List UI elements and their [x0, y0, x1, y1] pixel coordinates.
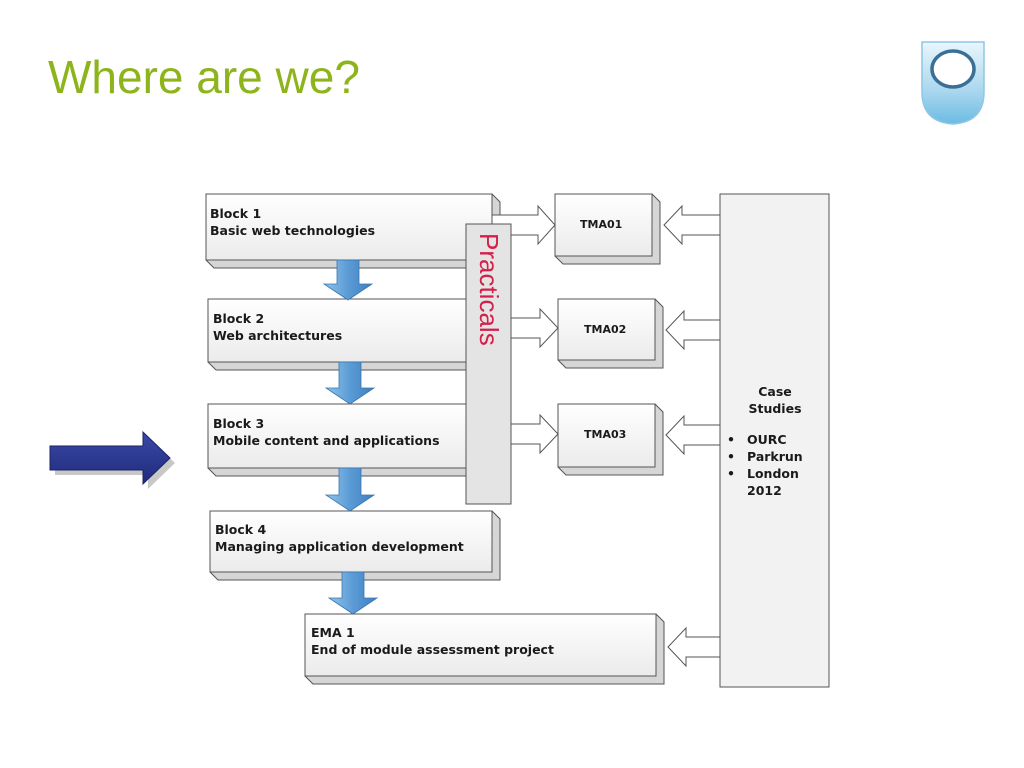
block-3-box — [207, 403, 501, 477]
case-study-london-2012: London 2012 — [747, 466, 799, 498]
block-1-label: Block 1 Basic web technologies — [210, 205, 375, 239]
block-1-box — [205, 193, 501, 269]
block-4-heading: Block 4 — [215, 522, 267, 537]
case-study-parkrun: Parkrun — [747, 449, 803, 464]
practicals-box — [465, 223, 512, 505]
ema-box — [304, 613, 665, 685]
flow-arrow-1-to-2 — [322, 259, 374, 301]
block-2-heading: Block 2 — [213, 311, 265, 326]
tma01-label: TMA01 — [580, 218, 623, 231]
case-study-item: • OURC — [727, 431, 829, 448]
block-4-subtitle: Managing application development — [215, 539, 464, 554]
tma02-box — [557, 298, 664, 369]
flow-arrow-3-to-4 — [324, 467, 376, 512]
case-studies-list: • OURC • Parkrun • London 2012 — [721, 431, 829, 499]
case-studies-heading: Case Studies — [721, 383, 829, 417]
practicals-label: Practicals — [474, 233, 504, 346]
block-2-label: Block 2 Web architectures — [213, 310, 342, 344]
ema-label: EMA 1 End of module assessment project — [311, 624, 554, 658]
case-study-ourc: OURC — [747, 432, 787, 447]
block-3-label: Block 3 Mobile content and applications — [213, 415, 440, 449]
flow-arrow-2-to-3 — [324, 361, 376, 405]
university-logo-icon — [921, 41, 985, 125]
case-studies-heading-line2: Studies — [748, 401, 802, 416]
tma01-box — [554, 193, 661, 265]
hollow-arrow-case-to-tma01 — [663, 204, 721, 246]
bullet-icon: • — [727, 466, 735, 481]
case-studies-content: Case Studies • OURC • Parkrun • London 2012 — [721, 383, 829, 499]
block-4-label: Block 4 Managing application development — [215, 521, 464, 555]
block-4-box — [209, 510, 501, 581]
block-3-subtitle: Mobile content and applications — [213, 433, 440, 448]
tma03-box — [557, 403, 664, 476]
tma03-label: TMA03 — [584, 428, 627, 441]
block-1-heading: Block 1 — [210, 206, 262, 221]
hollow-arrow-case-to-tma02 — [665, 309, 721, 351]
case-studies-heading-line1: Case — [758, 384, 792, 399]
hollow-arrow-block2-to-tma02 — [509, 307, 559, 349]
case-study-item: • Parkrun — [727, 448, 829, 465]
slide-title: Where are we? — [48, 51, 360, 103]
bullet-icon: • — [727, 449, 735, 464]
bullet-icon: • — [727, 432, 735, 447]
flow-arrow-4-to-ema — [327, 571, 379, 615]
hollow-arrow-block3-to-tma03 — [509, 413, 559, 455]
ema-subtitle: End of module assessment project — [311, 642, 554, 657]
block-3-heading: Block 3 — [213, 416, 265, 431]
case-studies-box — [719, 193, 830, 688]
ema-heading: EMA 1 — [311, 625, 355, 640]
current-position-arrow-icon — [49, 430, 175, 489]
tma02-label: TMA02 — [584, 323, 627, 336]
block-2-subtitle: Web architectures — [213, 328, 343, 343]
hollow-arrow-case-to-ema — [667, 626, 721, 668]
block-1-subtitle: Basic web technologies — [210, 223, 376, 238]
hollow-arrow-case-to-tma03 — [665, 414, 721, 456]
case-study-item: • London 2012 — [727, 465, 807, 499]
